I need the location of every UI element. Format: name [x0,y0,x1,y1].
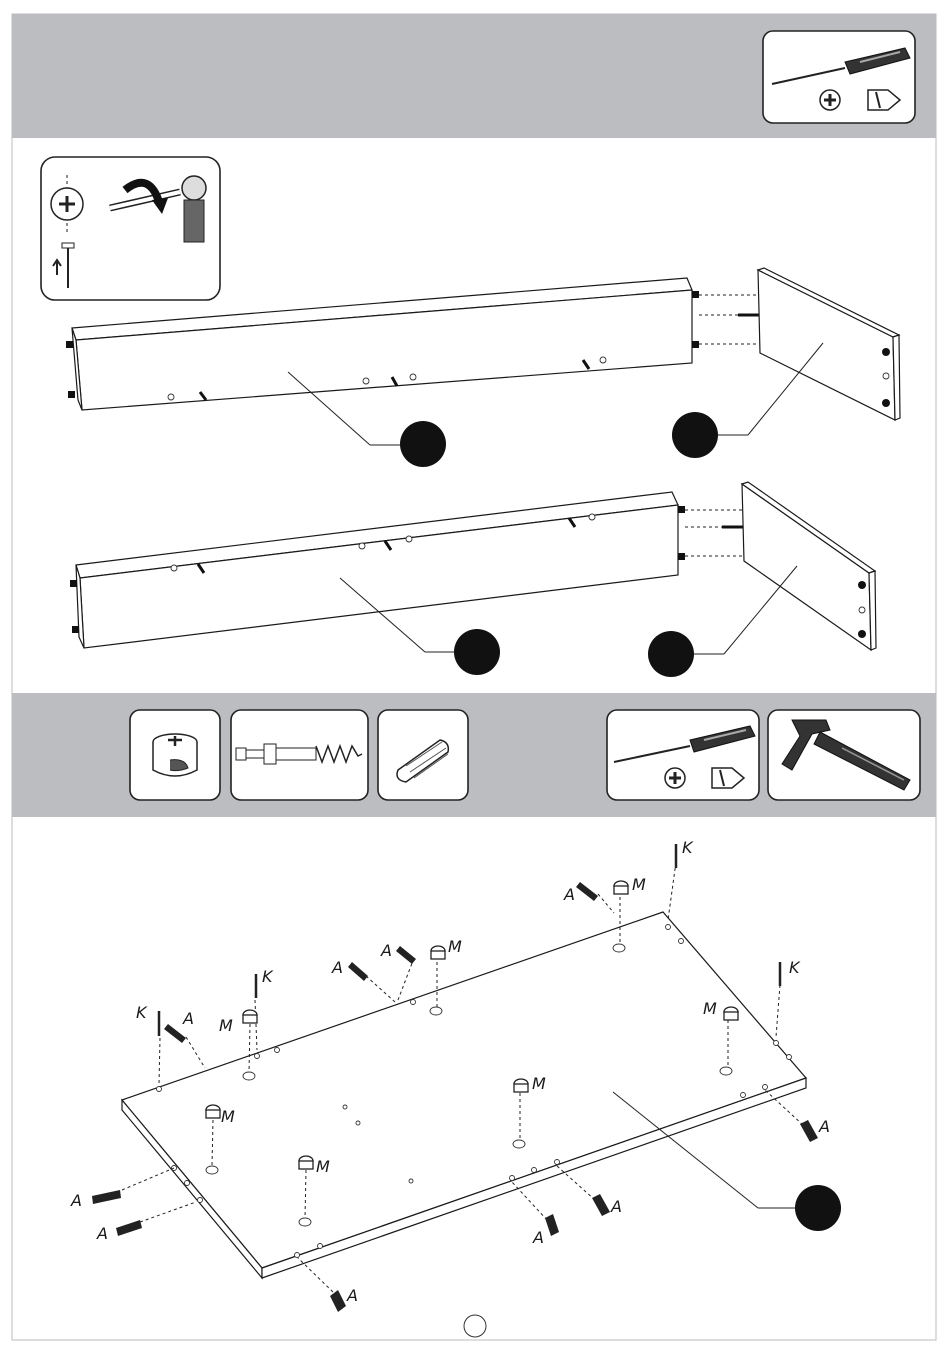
part-label-a: A [818,1117,830,1136]
part-label-a: A [380,941,392,960]
screwdriver-phillips-icon [763,31,915,123]
part-label-m: M [221,1107,235,1126]
part-label-a: A [182,1009,194,1028]
hammer-icon [768,710,920,800]
part-label-k: K [262,967,274,986]
part-label-k: K [136,1003,148,1022]
callout-circle [795,1185,841,1231]
part-label-m: M [703,999,717,1018]
part-label-a: A [331,958,343,977]
cam-bolt-icon [231,710,368,800]
cam-lock-rotation-icon [41,157,220,300]
part-label-a: A [563,885,575,904]
screwdriver-phillips-icon [607,710,759,800]
part-label-a: A [70,1191,82,1210]
part-label-m: M [532,1074,546,1093]
part-label-m: M [632,875,646,894]
part-label-m: M [448,937,462,956]
page-number-circle [464,1315,486,1337]
part-label-a: A [346,1286,358,1305]
part-label-k: K [682,838,694,857]
wooden-dowel-icon [378,710,468,800]
part-label-m: M [219,1016,233,1035]
callout-circle [400,421,446,467]
cam-lock-icon [130,710,220,800]
part-label-a: A [532,1228,544,1247]
callout-circle [454,629,500,675]
part-label-a: A [96,1224,108,1243]
part-label-k: K [789,958,801,977]
callout-circle [672,412,718,458]
callout-circle [648,631,694,677]
part-label-a: A [610,1197,622,1216]
part-label-m: M [316,1157,330,1176]
